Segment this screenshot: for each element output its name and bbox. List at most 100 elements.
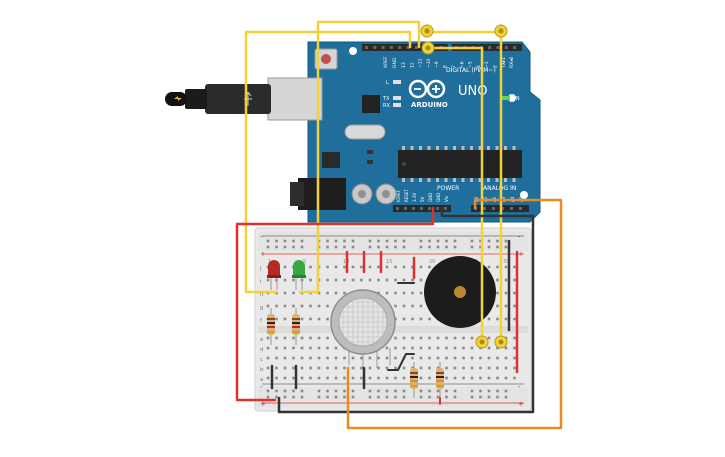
bb-hole[interactable]: [275, 376, 278, 380]
rail-hole[interactable]: [496, 245, 499, 249]
bb-hole[interactable]: [487, 356, 491, 360]
bb-hole[interactable]: [326, 265, 329, 269]
bb-hole[interactable]: [496, 317, 499, 321]
bb-hole[interactable]: [504, 265, 508, 269]
rail-hole[interactable]: [385, 245, 389, 249]
bb-hole[interactable]: [411, 346, 414, 350]
wire-yellow-buzzer-2[interactable]: [426, 46, 484, 343]
rail-hole[interactable]: [343, 239, 346, 243]
bb-hole[interactable]: [453, 376, 457, 380]
header-hole[interactable]: [513, 46, 517, 49]
rail-hole[interactable]: [504, 389, 508, 393]
bb-hole[interactable]: [428, 346, 431, 350]
bb-hole[interactable]: [419, 366, 423, 370]
rail-hole[interactable]: [351, 239, 355, 243]
resistor-1[interactable]: [267, 308, 275, 345]
bb-hole[interactable]: [402, 336, 406, 340]
bb-hole[interactable]: [360, 265, 363, 269]
bb-hole[interactable]: [411, 317, 414, 321]
bb-hole[interactable]: [394, 376, 397, 380]
bb-hole[interactable]: [453, 356, 457, 360]
bb-hole[interactable]: [351, 278, 355, 282]
header-hole[interactable]: [373, 46, 377, 49]
rail-hole[interactable]: [428, 245, 431, 249]
rail-hole[interactable]: [326, 389, 329, 393]
bb-hole[interactable]: [513, 265, 516, 269]
bb-hole[interactable]: [334, 376, 338, 380]
bb-hole[interactable]: [351, 356, 355, 360]
bb-hole[interactable]: [292, 291, 295, 295]
bb-hole[interactable]: [300, 304, 304, 308]
rail-hole[interactable]: [470, 395, 474, 399]
bb-hole[interactable]: [487, 336, 491, 340]
bb-hole[interactable]: [283, 346, 287, 350]
bb-hole[interactable]: [292, 346, 295, 350]
bb-hole[interactable]: [470, 366, 474, 370]
digital-header-left[interactable]: [362, 44, 448, 51]
bb-hole[interactable]: [266, 278, 270, 282]
bb-hole[interactable]: [487, 265, 491, 269]
bb-hole[interactable]: [317, 291, 321, 295]
bb-hole[interactable]: [300, 346, 304, 350]
bb-hole[interactable]: [309, 265, 312, 269]
rail-hole[interactable]: [428, 395, 431, 399]
bb-hole[interactable]: [513, 366, 516, 370]
rail-hole[interactable]: [275, 245, 278, 249]
bb-hole[interactable]: [504, 278, 508, 282]
bb-hole[interactable]: [504, 317, 508, 321]
bb-hole[interactable]: [385, 278, 389, 282]
rail-hole[interactable]: [470, 389, 474, 393]
gas-sensor[interactable]: [330, 289, 396, 368]
bb-hole[interactable]: [275, 356, 278, 360]
bb-hole[interactable]: [513, 336, 516, 340]
rail-hole[interactable]: [377, 389, 380, 393]
rail-hole[interactable]: [275, 239, 278, 243]
rail-hole[interactable]: [377, 245, 380, 249]
header-hole[interactable]: [420, 207, 423, 210]
bb-hole[interactable]: [326, 317, 329, 321]
header-hole[interactable]: [504, 46, 508, 49]
bb-hole[interactable]: [394, 366, 397, 370]
rail-hole[interactable]: [317, 389, 321, 393]
digital-header-right[interactable]: [452, 44, 522, 51]
bb-hole[interactable]: [292, 356, 295, 360]
bb-hole[interactable]: [283, 366, 287, 370]
bb-hole[interactable]: [326, 356, 329, 360]
header-hole[interactable]: [510, 207, 513, 210]
rail-hole[interactable]: [368, 389, 372, 393]
bb-hole[interactable]: [266, 304, 270, 308]
bb-hole[interactable]: [385, 265, 389, 269]
bb-hole[interactable]: [326, 304, 329, 308]
bb-hole[interactable]: [419, 376, 423, 380]
bb-hole[interactable]: [385, 366, 389, 370]
rail-hole[interactable]: [445, 239, 448, 243]
rail-hole[interactable]: [266, 395, 270, 399]
rail-hole[interactable]: [496, 389, 499, 393]
bb-hole[interactable]: [309, 317, 312, 321]
bb-hole[interactable]: [334, 278, 338, 282]
rail-hole[interactable]: [428, 389, 431, 393]
wire-black-gnd[interactable]: [277, 206, 535, 414]
bb-hole[interactable]: [317, 336, 321, 340]
header-hole[interactable]: [365, 46, 368, 49]
bb-hole[interactable]: [292, 304, 295, 308]
header-hole[interactable]: [404, 207, 407, 210]
bb-hole[interactable]: [436, 356, 440, 360]
bb-hole[interactable]: [487, 346, 491, 350]
rail-hole[interactable]: [343, 389, 346, 393]
bb-hole[interactable]: [445, 356, 448, 360]
bb-hole[interactable]: [266, 366, 270, 370]
bb-hole[interactable]: [275, 317, 278, 321]
header-hole[interactable]: [496, 46, 500, 49]
bb-hole[interactable]: [360, 366, 363, 370]
bb-hole[interactable]: [419, 291, 423, 295]
bb-hole[interactable]: [419, 346, 423, 350]
wire-yellow-led-red[interactable]: [244, 30, 412, 294]
bb-hole[interactable]: [334, 291, 338, 295]
wire-orange-a0[interactable]: [346, 198, 563, 430]
bb-hole[interactable]: [462, 336, 465, 340]
bb-hole[interactable]: [300, 376, 304, 380]
bb-hole[interactable]: [334, 366, 338, 370]
bb-hole[interactable]: [283, 317, 287, 321]
rail-hole[interactable]: [283, 239, 287, 243]
